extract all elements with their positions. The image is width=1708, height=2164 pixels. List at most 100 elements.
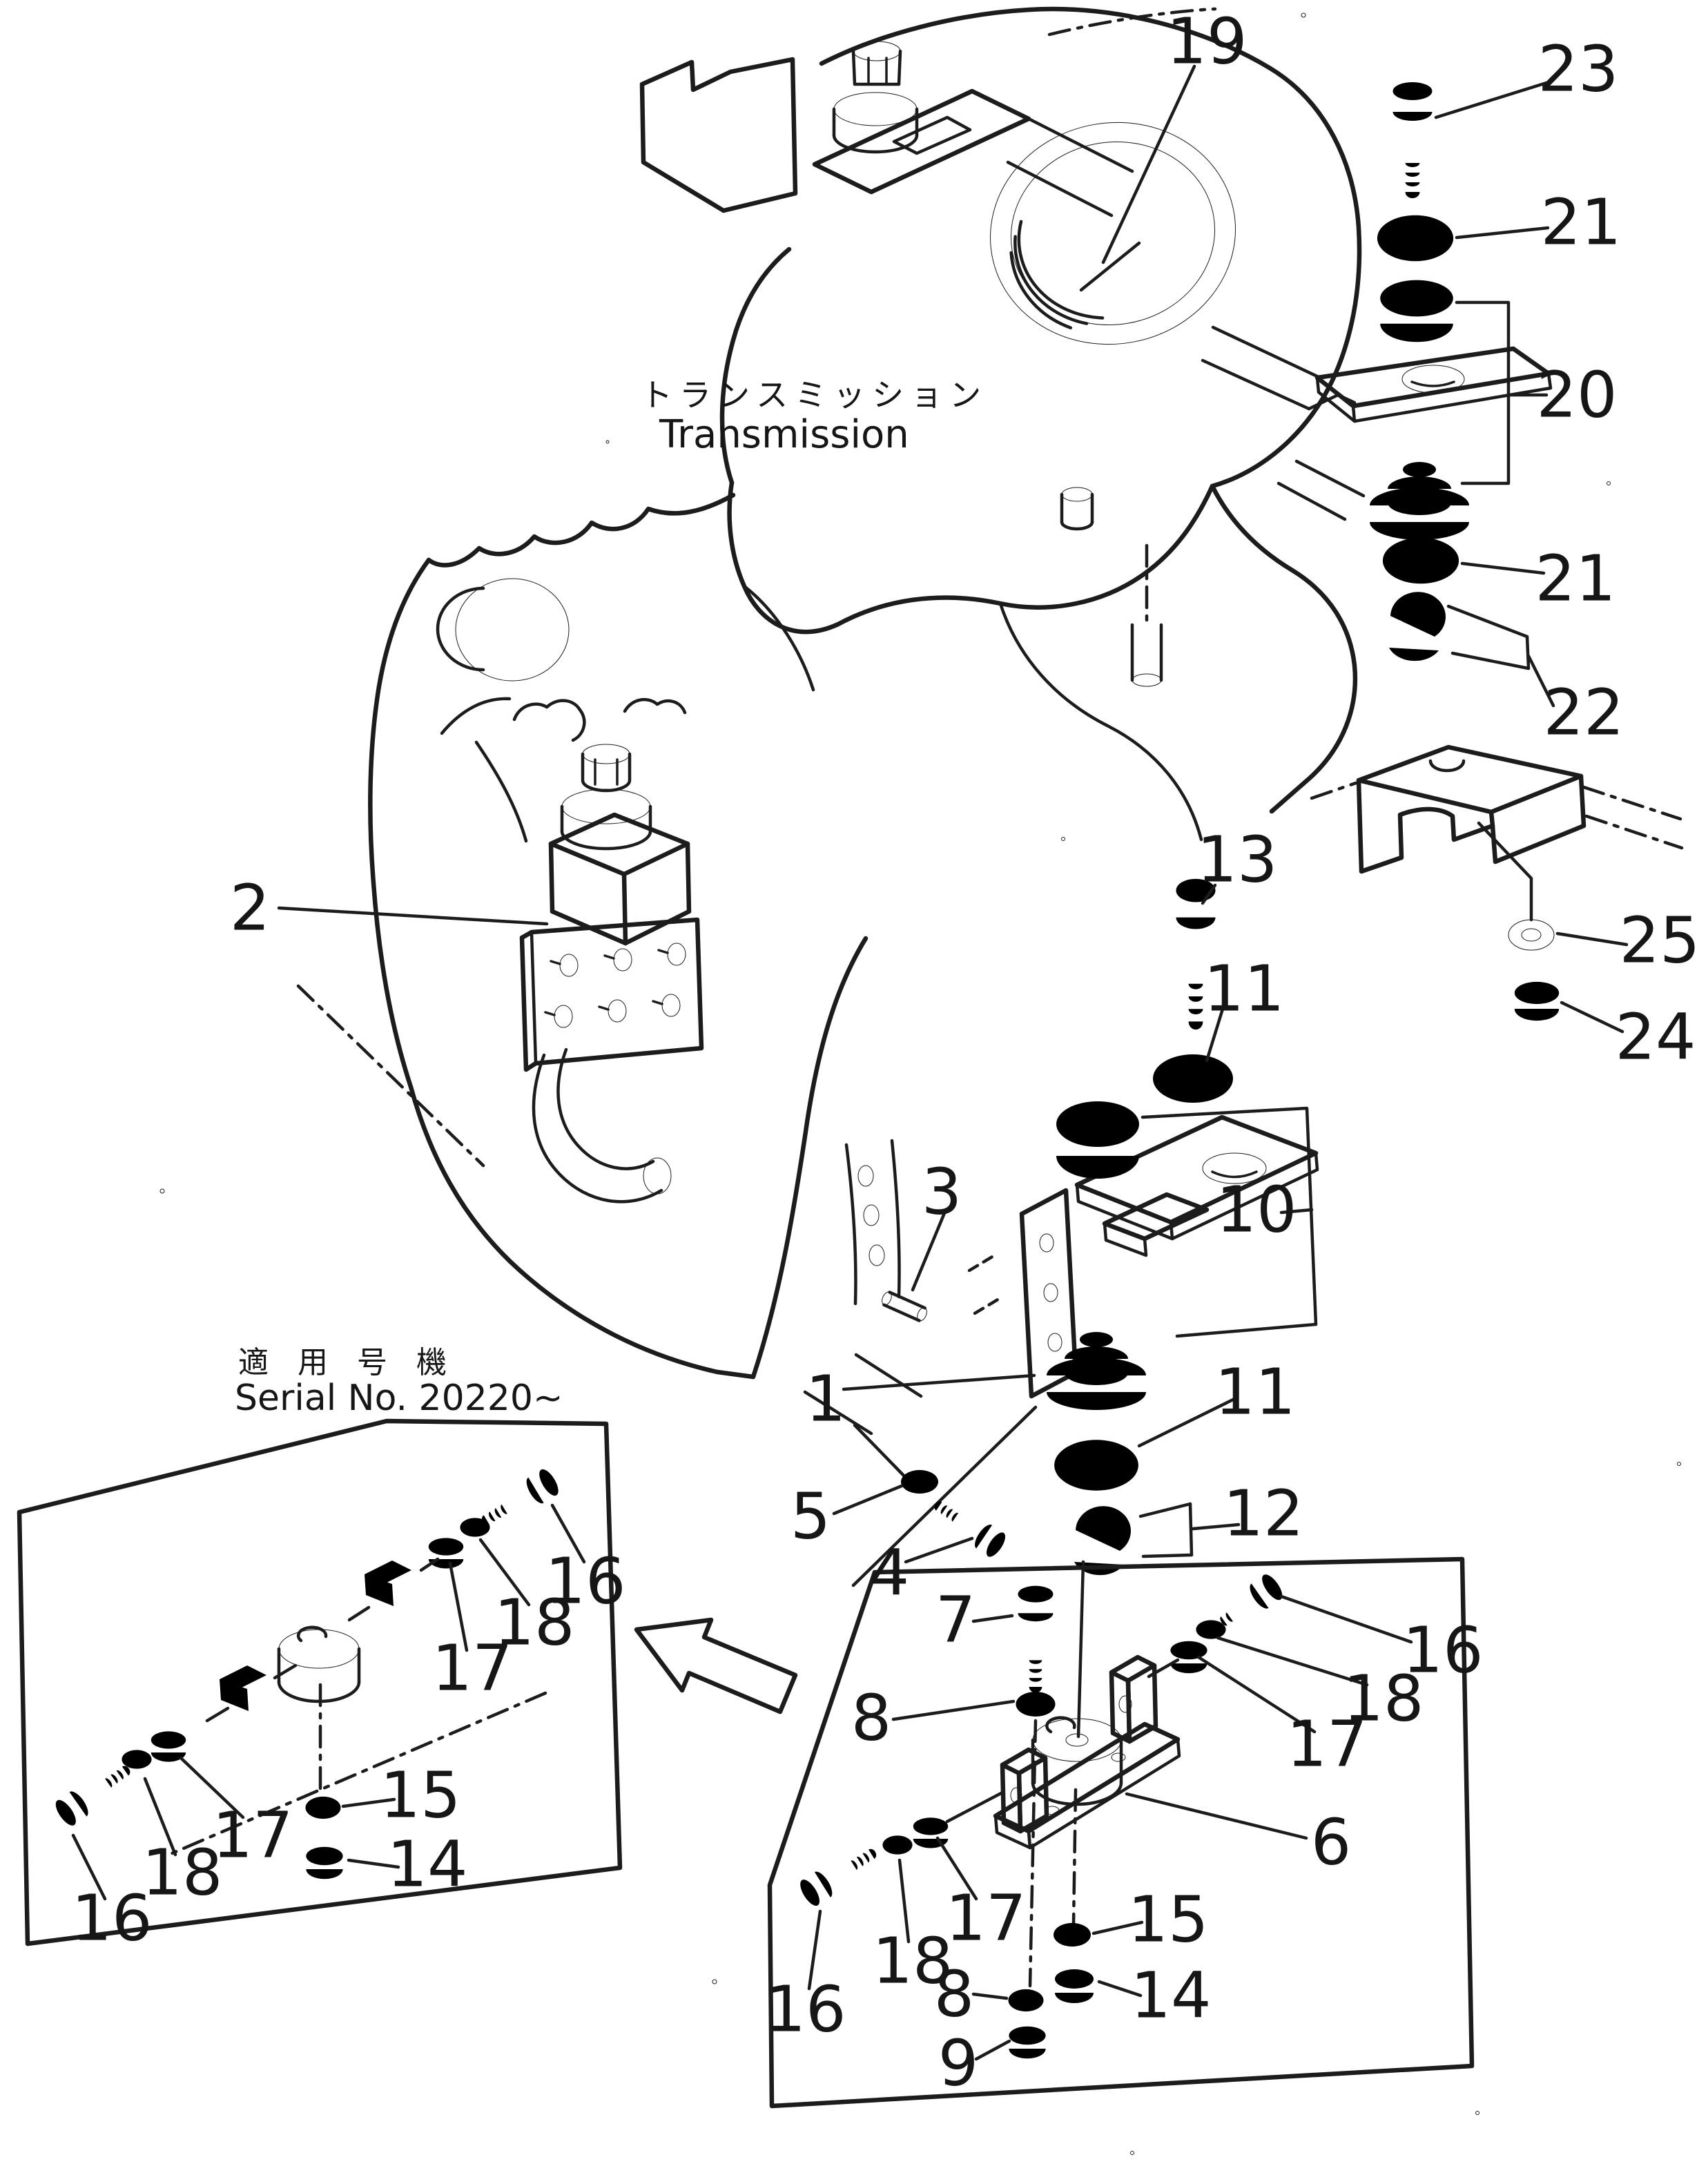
callout-number: 1 [806,1362,846,1436]
callout-number: 21 [1540,186,1621,260]
callout-5: 5 [790,1480,902,1554]
callout-leader-line [1529,656,1553,706]
callout-18: 18 [142,1779,223,1910]
callout-number: 8 [851,1681,892,1755]
callout-leader-line [1218,1638,1367,1685]
callout-number: 4 [869,1536,910,1610]
callout-18: 18 [481,1540,575,1660]
callout-number: 13 [1196,823,1277,897]
callout-leader-line [1207,1007,1223,1061]
callout-number: 15 [380,1759,460,1833]
callout-leader-line [1127,1794,1306,1838]
callout-number: 18 [142,1836,222,1910]
serial-label-en: Serial No. 20220~ [235,1378,563,1419]
callout-number: 18 [1343,1662,1424,1736]
callout-19: 19 [1103,5,1248,263]
callout-leader-line [1562,1003,1622,1032]
clamp-block-drawing [365,1561,411,1606]
callout-9: 9 [938,2027,1009,2100]
callout-leader-line [973,1616,1012,1621]
callout-16: 16 [71,1835,153,1955]
nut-24-drawing [1514,981,1560,1021]
callout-number: 8 [934,1958,975,2031]
callout-number: 16 [765,1973,846,2047]
callout-leader-line [893,1701,1013,1719]
transmission-label-jp: トランスミッション [641,376,988,414]
callout-18: 18 [1218,1638,1424,1736]
left-inset-parts [52,1466,563,1880]
callout-number: 17 [945,1882,1026,1955]
callout-12: 12 [1193,1477,1304,1551]
scan-noise [160,13,1681,2155]
callout-number: 16 [1402,1614,1483,1688]
nut-17-drawing [428,1538,464,1569]
callout-leader-line [1103,66,1194,262]
callout-17: 17 [181,1758,293,1873]
washer-15-drawing [305,1796,341,1819]
callout-number: 19 [1166,5,1247,79]
callout-23: 23 [1436,32,1619,118]
callout-leader-line [1557,934,1627,945]
serial-label-jp: 適 用 号 機 [238,1345,456,1380]
right-mount-stack [1203,82,1551,668]
callout-number: 9 [938,2027,979,2100]
bolt-7-drawing [1018,1585,1054,1693]
callout-16: 16 [765,1911,846,2047]
callout-leader-line [906,1538,972,1562]
direction-arrow-icon [637,1620,795,1712]
callout-number: 24 [1615,1001,1696,1074]
callout-leader-line [834,1486,902,1514]
callout-leader-line [1281,1210,1312,1213]
callout-leader-line [145,1779,175,1855]
transmission-label-en: Transmission [659,412,909,457]
callout-21: 21 [1457,186,1622,260]
callout-14: 14 [1099,1959,1212,2033]
callout-leader-line [343,1799,394,1806]
callout-leader-line [349,1860,398,1867]
washer-18-drawing [122,1750,152,1769]
callout-10: 10 [1216,1173,1312,1247]
callout-20: 20 [1511,358,1618,432]
callout-leader-line [1198,1657,1314,1732]
callout-16: 16 [545,1505,626,1619]
callout-number: 12 [1223,1477,1303,1551]
washer-21-lower-drawing [1382,537,1459,584]
spacer-20-drawing [1380,280,1453,342]
callout-4: 4 [869,1536,972,1610]
cushion-20-drawing [1370,462,1469,540]
bolt-16-drawing [1200,1571,1286,1644]
callout-8: 8 [934,1958,1007,2031]
callout-16: 16 [1281,1596,1484,1688]
top-strap-and-bolt [815,41,1132,215]
component-labels: トランスミッション Transmission [641,376,988,457]
nut-9-drawing [1009,2026,1046,2059]
callout-number: 17 [212,1799,293,1873]
right-inset-border [770,1559,1472,2106]
callout-number: 6 [1311,1806,1352,1880]
nut-14-drawing [306,1846,343,1880]
callout-17: 17 [938,1838,1027,1955]
bolt-16-drawing [796,1839,884,1909]
washer-8-upper-drawing [1016,1691,1056,1717]
group-20-bracket-line [1457,302,1508,483]
left-inset-border [19,1421,620,1944]
callout-leader-line [279,908,547,924]
right-inset-parts [796,1562,1286,2059]
washer-15-drawing [1054,1922,1091,1947]
ring-10-drawing [1056,1101,1139,1179]
callout-number: 14 [387,1828,467,1902]
callout-leader-line [900,1860,909,1942]
transmission-housing [298,9,1364,1585]
callout-number: 7 [935,1583,976,1657]
nut-17-drawing [1170,1641,1207,1674]
callout-leader-line [938,1838,976,1899]
washer-21-upper-drawing [1377,215,1454,262]
washer-8-lower-drawing [1008,1989,1044,2012]
nut-14-drawing [1055,1969,1094,2003]
callout-6: 6 [1127,1794,1351,1880]
callout-leader-line [1436,83,1546,117]
callout-leader-line [809,1911,820,1989]
cover-bracket-group [1312,747,1682,1021]
callout-7: 7 [935,1583,1012,1657]
